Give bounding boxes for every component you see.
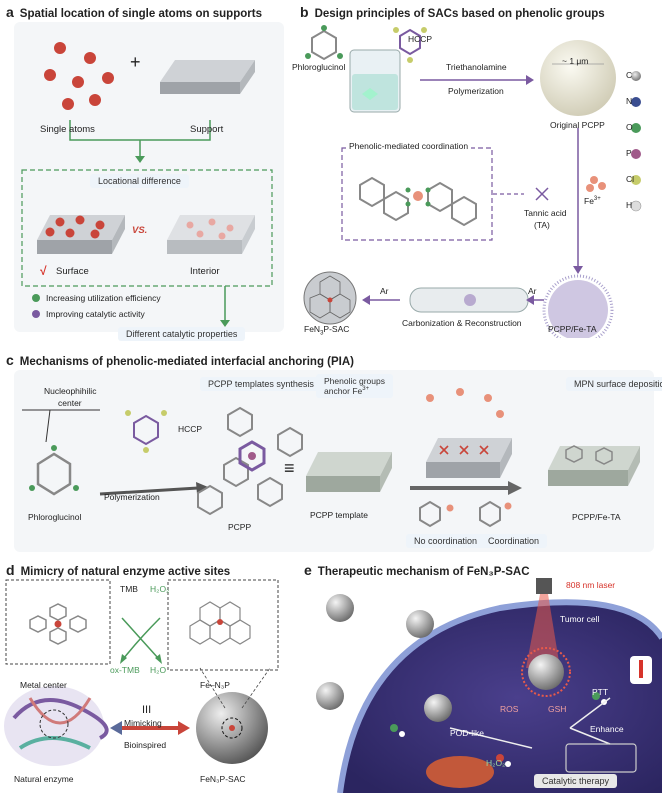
size-label: ~ 1 μm: [562, 56, 589, 66]
mitochondrion-icon: [426, 756, 494, 788]
catalytic-therapy-label: Catalytic therapy: [534, 774, 618, 788]
beaker-icon: [349, 49, 401, 113]
hccp-label-c: HCCP: [178, 424, 203, 434]
polymerization-label-b: Polymerization: [448, 86, 504, 96]
tmb-label: TMB: [120, 584, 138, 594]
ros-label: ROS: [500, 704, 519, 714]
original-pcpp-sphere: [540, 40, 616, 116]
single-atoms-icon: [44, 42, 114, 110]
polymerization-label-c: Polymerization: [104, 492, 160, 502]
plus-sign: +: [130, 52, 141, 72]
center-label: center: [58, 398, 82, 408]
fen3p-sac-label-b: FeN3P-SAC: [304, 324, 350, 337]
surface-label: Surface: [56, 266, 89, 277]
natural-enzyme-label: Natural enzyme: [14, 774, 74, 784]
laser-label: 808 nm laser: [566, 580, 616, 590]
mpn-deposition-header: MPN surface deposition: [566, 377, 662, 391]
fe-n3p-label: Fe–N₃P: [200, 680, 230, 690]
pcpp-fe-ta-label-c: PCPP/Fe-TA: [572, 512, 621, 522]
vs-label: VS.: [132, 225, 148, 236]
carbonization-label: Carbonization & Reconstruction: [402, 318, 522, 328]
fen3p-sac-label-d: FeN₃P-SAC: [200, 774, 246, 784]
panel-b-graphic: [303, 25, 642, 338]
no-coordination-label: No coordination: [406, 534, 486, 548]
bioinspired-label: Bioinspired: [124, 740, 167, 750]
legend-h: H: [626, 200, 633, 210]
coordination-label: Coordination: [480, 534, 548, 548]
natural-enzyme-icon: [4, 686, 109, 766]
panel-e-graphic: [300, 578, 662, 793]
equiv-sign: ≡: [284, 458, 295, 478]
pcpp-fe-ta-sphere: [548, 280, 608, 338]
phloroglucinol-label-b: Phloroglucinol: [292, 62, 346, 72]
phenolic-anchor-header: Phenolic groups anchor Fe3+: [316, 374, 393, 398]
legend-o: O: [626, 122, 633, 132]
panel-d-graphic: [4, 579, 279, 766]
tannic-acid-label: Tannic acid: [524, 208, 567, 218]
pcpp-template-label: PCPP template: [310, 510, 368, 520]
mimicking-label: Mimicking: [124, 718, 162, 728]
single-atoms-label: Single atoms: [40, 124, 95, 135]
ta-label: (TA): [534, 220, 550, 230]
bullet-activity: Improving catalytic activity: [46, 309, 145, 319]
phloroglucinol-molecule-icon: [311, 29, 337, 61]
support-slab-icon: [160, 60, 255, 94]
fe-ion-label: Fe3+: [584, 196, 601, 206]
legend-p: P: [626, 148, 632, 158]
h2o2-label-e: H₂O₂: [486, 758, 506, 768]
ar-left-label: Ar: [380, 286, 389, 296]
interior-label: Interior: [190, 266, 220, 277]
enhance-label: Enhance: [590, 724, 624, 734]
nucleophilic-label: Nucleophihilic: [44, 386, 97, 396]
ox-tmb-label: ox-TMB: [110, 665, 140, 675]
templates-synthesis-header: PCPP templates synthesis: [200, 377, 322, 391]
hccp-molecule-icon: [399, 28, 421, 56]
check-mark: √: [40, 264, 47, 278]
panel-c-graphic: [14, 370, 654, 552]
ptt-label: PTT: [592, 687, 609, 697]
gsh-label: GSH: [548, 704, 567, 714]
h2o2-label-d: H₂O₂: [150, 584, 170, 594]
legend-n: N: [626, 96, 633, 106]
original-pcpp-label: Original PCPP: [550, 120, 605, 130]
element-legend: [630, 71, 642, 212]
support-label: Support: [190, 124, 224, 135]
roman-numeral-label: III: [142, 704, 152, 716]
h2o-label-d: H₂O: [150, 665, 167, 675]
legend-cl: Cl: [626, 174, 635, 184]
legend-c: C: [626, 70, 633, 80]
pcpp-label: PCPP: [228, 522, 252, 532]
triethanolamine-label: Triethanolamine: [446, 62, 507, 72]
hccp-label-b: HCCP: [408, 34, 433, 44]
pod-like-label: POD-like: [450, 728, 485, 738]
tumor-cell-label: Tumor cell: [560, 614, 600, 624]
ar-right-label: Ar: [528, 286, 537, 296]
locational-difference-header: Locational difference: [90, 174, 189, 188]
metal-center-label: Metal center: [20, 680, 67, 690]
tumor-cell-body: [340, 602, 662, 793]
pcpp-fe-ta-label-b: PCPP/Fe-TA: [548, 324, 597, 334]
phenolic-coordination-label: Phenolic-mediated coordination: [346, 141, 472, 151]
catalytic-properties-header: Different catalytic properties: [118, 327, 246, 341]
pcpp-network-icon: [197, 406, 303, 516]
bullet-utilization: Increasing utilization efficiency: [46, 293, 161, 303]
laser-device-icon: [536, 578, 552, 594]
phloroglucinol-label-c: Phloroglucinol: [28, 512, 82, 522]
